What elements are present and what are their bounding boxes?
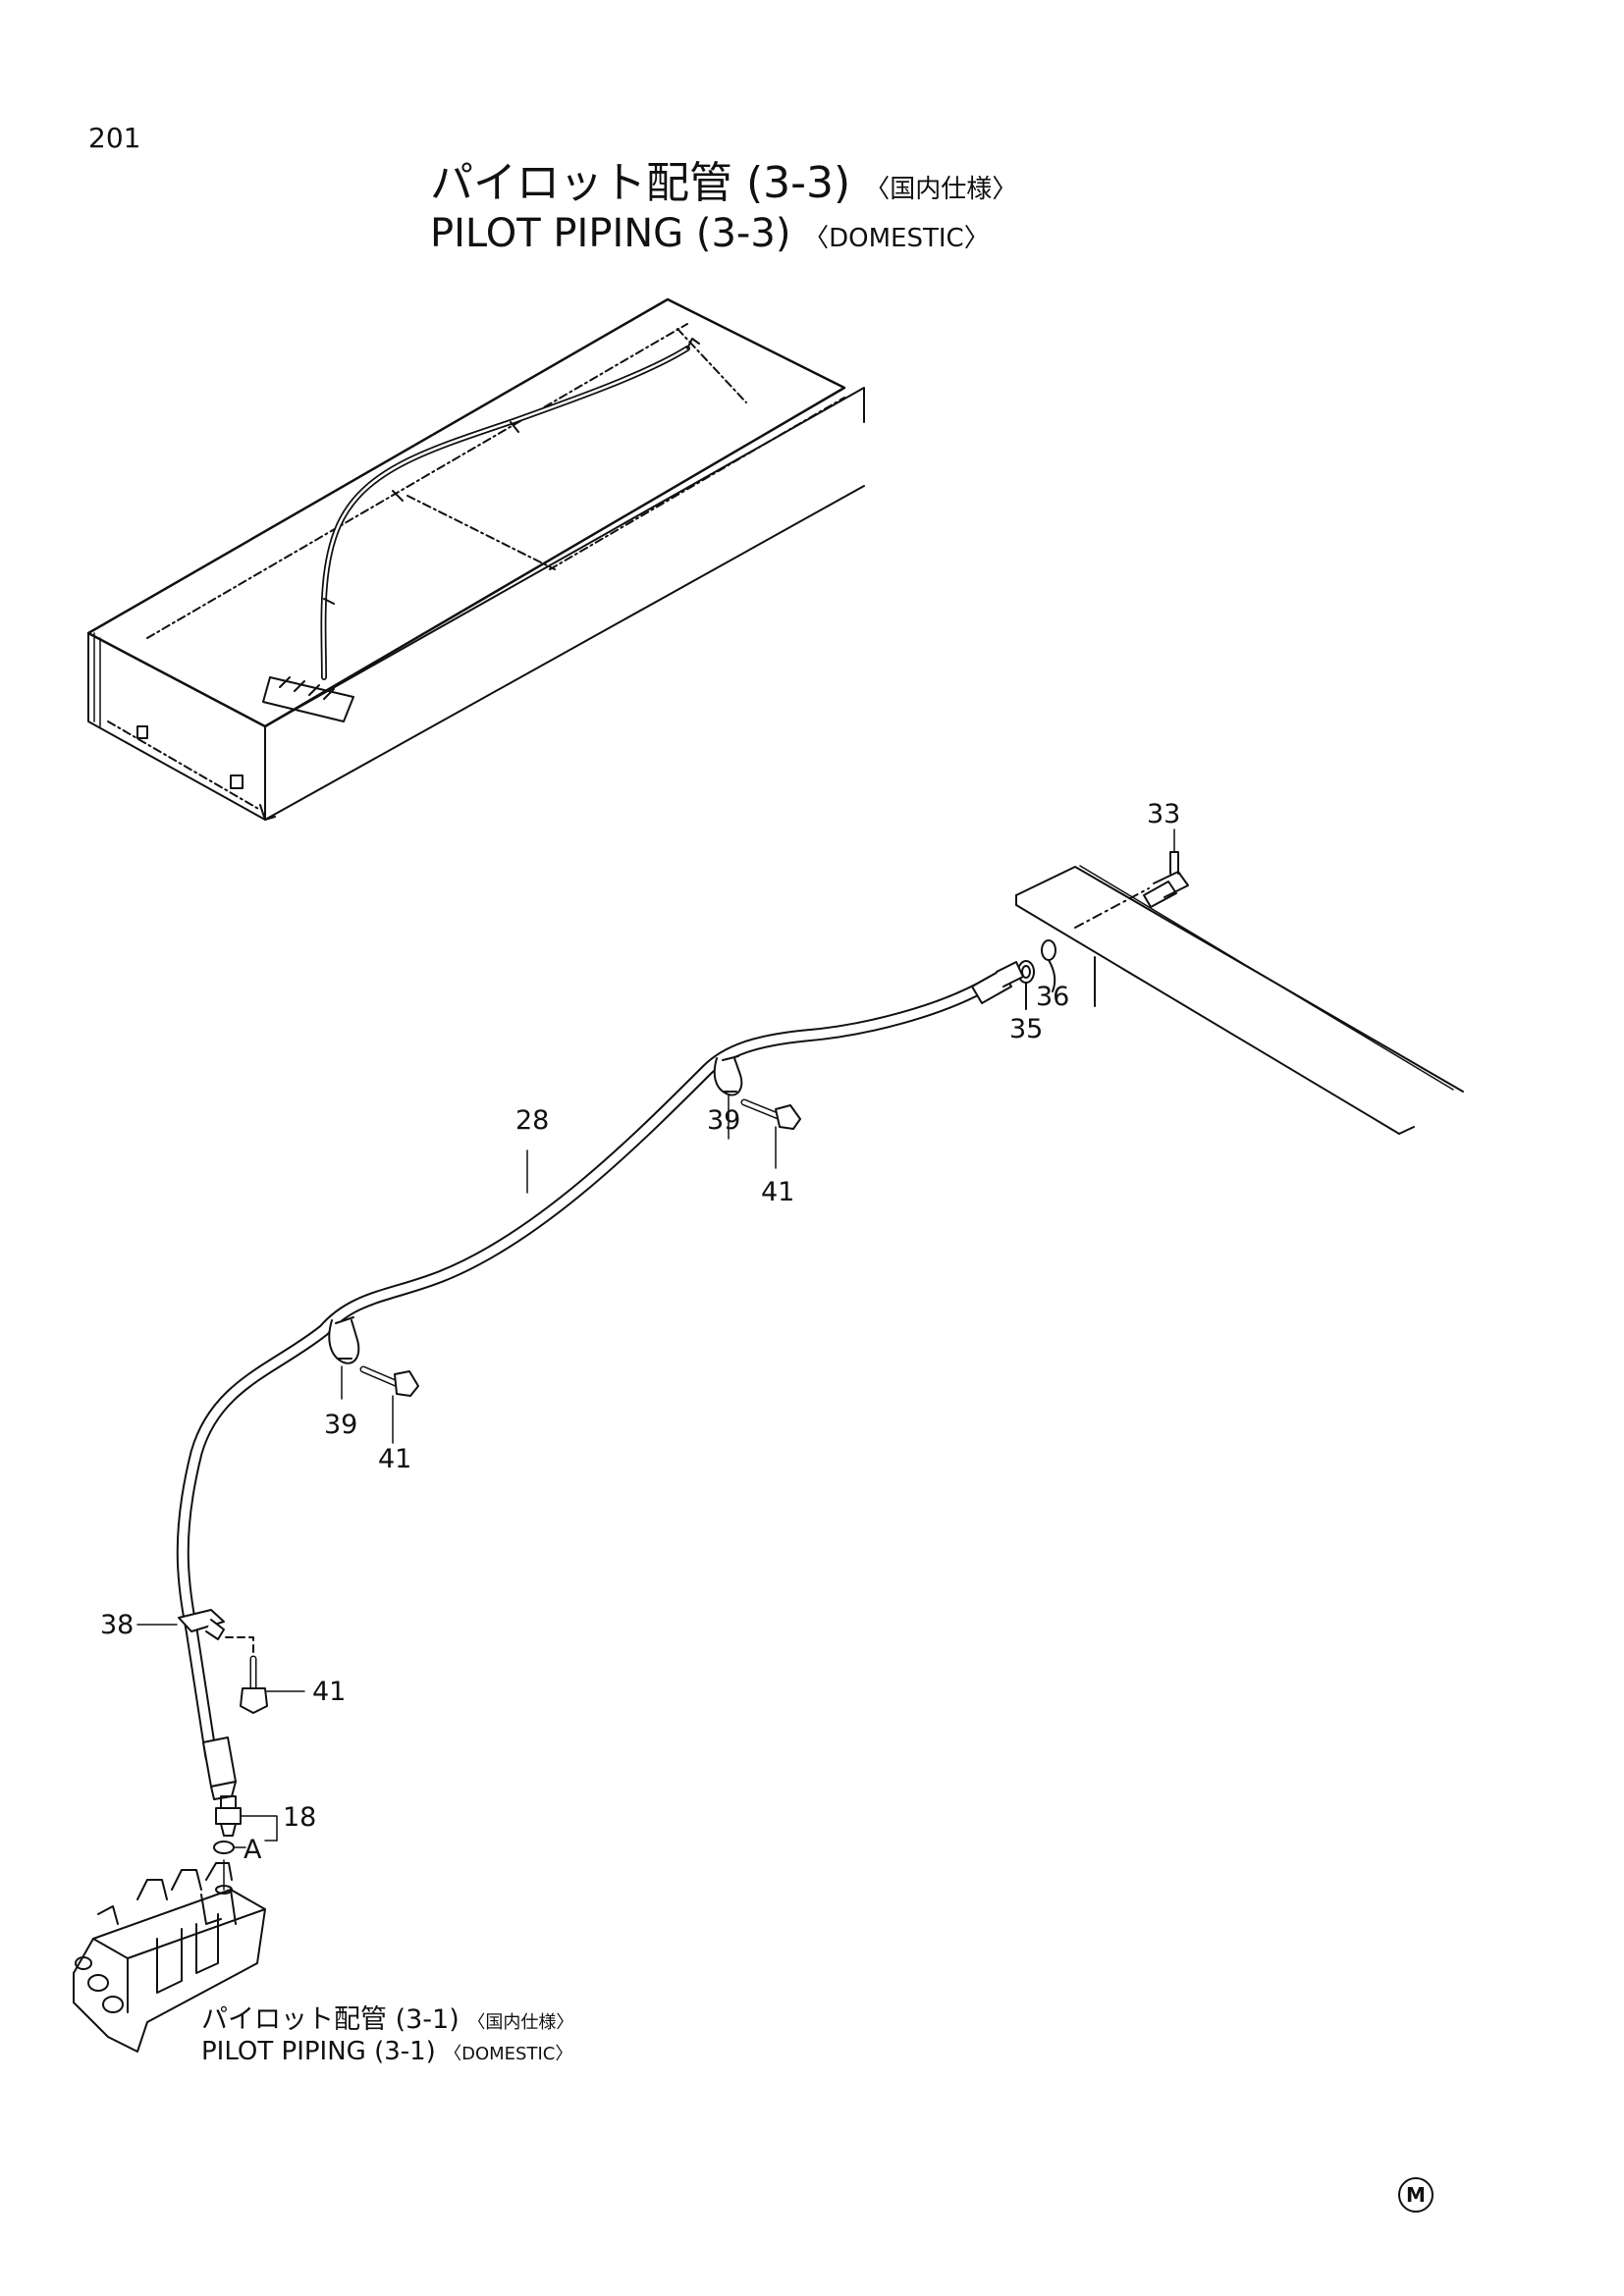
page-title-english: PILOT PIPING (3-3) 〈DOMESTIC〉 [430,211,990,256]
callout-41-lower: 41 [312,1677,346,1707]
reference-english-text: PILOT PIPING (3-1) [201,2037,436,2066]
reference-japanese-spec: 〈国内仕様〉 [467,2012,574,2033]
overview-hose [262,338,700,722]
bolt-41-lower [240,1655,305,1714]
nut-35 [1017,960,1035,1010]
callout-28: 28 [515,1105,549,1136]
callout-41-middle: 41 [378,1444,411,1474]
reference-english-spec: 〈DOMESTIC〉 [444,2044,573,2064]
o-ring [213,1840,278,1854]
manufacturer-mark: M [1398,2177,1434,2213]
page-number: 201 [88,122,141,154]
callout-36: 36 [1036,982,1069,1012]
callout-41-upper: 41 [761,1177,794,1207]
callout-39-middle: 39 [324,1410,357,1440]
callout-39-upper: 39 [707,1105,740,1136]
reference-title-japanese: パイロット配管 (3-1) 〈国内仕様〉 [201,1998,573,2036]
pilot-valve [73,1859,266,2053]
callout-18: 18 [283,1802,316,1833]
bolt-41-upper [740,1098,801,1169]
clamp-38 [136,1609,254,1660]
title-english-text: PILOT PIPING (3-3) [430,211,791,256]
callout-38: 38 [100,1610,134,1640]
reference-title-english: PILOT PIPING (3-1) 〈DOMESTIC〉 [201,2037,572,2066]
callout-A: A [244,1835,262,1865]
fitting-33 [1143,828,1189,908]
clamp-39-middle [328,1316,360,1400]
reference-japanese-text: パイロット配管 (3-1) [201,2004,460,2035]
frame-plate [1015,865,1464,1135]
title-japanese-text: パイロット配管 (3-3) [430,158,851,208]
bolt-41-middle [359,1365,419,1444]
clamp-39-upper [713,1055,743,1140]
title-english-spec: 〈DOMESTIC〉 [803,224,990,253]
fitting-18 [215,1795,278,1842]
callout-35: 35 [1009,1014,1043,1044]
washer-36 [1041,939,1056,992]
page-title-japanese: パイロット配管 (3-3) 〈国内仕様〉 [430,147,1017,210]
callout-33: 33 [1147,799,1180,829]
title-japanese-spec: 〈国内仕様〉 [864,175,1018,204]
frame-overview [86,297,865,821]
hose-28 [176,961,1024,1800]
